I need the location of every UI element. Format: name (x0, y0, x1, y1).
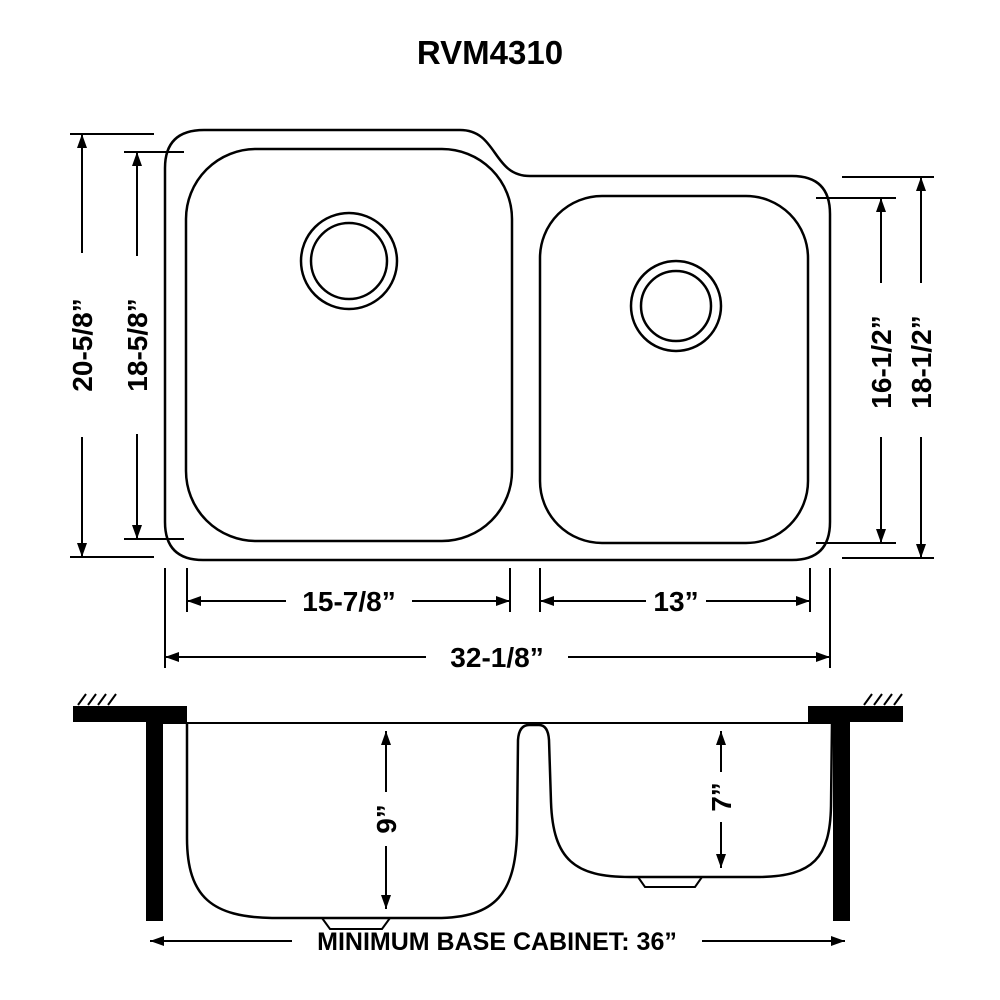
side-view (73, 693, 903, 930)
dim-label-overall-depth: 20-5/8” (67, 298, 98, 391)
dim-label-left-bowl-width: 15-7/8” (302, 586, 395, 617)
dim-base-cabinet: MINIMUM BASE CABINET: 36” (150, 928, 845, 956)
countertop-left (73, 706, 187, 722)
right-drain-fitting (637, 876, 703, 888)
dim-label-right-bowl-depth: 7” (706, 782, 737, 812)
dim-left-bowl-inner-depth: 18-5/8” (122, 151, 184, 540)
left-drain (299, 211, 399, 311)
sink-outer-outline (163, 128, 832, 562)
dim-label-left-bowl-inner-depth: 18-5/8” (122, 298, 153, 391)
cabinet-wall-left (146, 722, 163, 921)
hatch-line (97, 693, 107, 706)
dim-right-bowl-width: 13” (539, 568, 811, 617)
dim-label-left-bowl-depth: 9” (371, 804, 402, 834)
dim-label-right-bowl-inner-depth: 16-1/2” (866, 315, 897, 408)
dim-left-bowl-width: 15-7/8” (186, 568, 511, 617)
right-drain-inner-ring (639, 269, 713, 343)
dim-right-bowl-depth: 7” (706, 731, 737, 868)
dim-label-right-bowl-width: 13” (653, 586, 698, 617)
hatch-line (863, 693, 873, 706)
left-bowl-outline (184, 147, 514, 543)
countertop-right (808, 706, 903, 722)
dim-label-right-overall-depth: 18-1/2” (906, 315, 937, 408)
hatch-line (107, 693, 117, 706)
right-drain (629, 259, 723, 353)
hatch-line (873, 693, 883, 706)
dim-overall-width: 32-1/8” (164, 568, 831, 673)
hatch-line (883, 693, 893, 706)
left-drain-inner-ring (309, 221, 389, 301)
dim-right-bowl-inner-depth: 16-1/2” (816, 197, 897, 544)
top-view (163, 128, 832, 562)
hatch-line (893, 693, 903, 706)
dim-left-bowl-depth: 9” (371, 731, 402, 909)
dim-label-overall-width: 32-1/8” (450, 642, 543, 673)
sink-profile (185, 721, 834, 920)
side-view-dimensions: 9” 7” MINIMUM BASE CABINET: 36” (150, 731, 845, 956)
hatch-line (77, 693, 87, 706)
cabinet-wall-right (833, 722, 850, 921)
right-drain-outer-ring (629, 259, 723, 353)
page-title: RVM4310 (417, 34, 563, 71)
left-drain-outer-ring (299, 211, 399, 311)
break-hatch-left (77, 693, 117, 706)
top-view-dimensions: 20-5/8” 18-5/8” 16-1/2” (67, 133, 937, 673)
right-bowl-outline (538, 194, 810, 545)
break-hatch-right (863, 693, 903, 706)
dim-overall-depth: 20-5/8” (67, 133, 154, 558)
dim-right-overall-depth: 18-1/2” (842, 176, 937, 559)
left-drain-fitting (321, 917, 391, 930)
hatch-line (87, 693, 97, 706)
dim-label-base-cabinet: MINIMUM BASE CABINET: 36” (317, 928, 677, 956)
